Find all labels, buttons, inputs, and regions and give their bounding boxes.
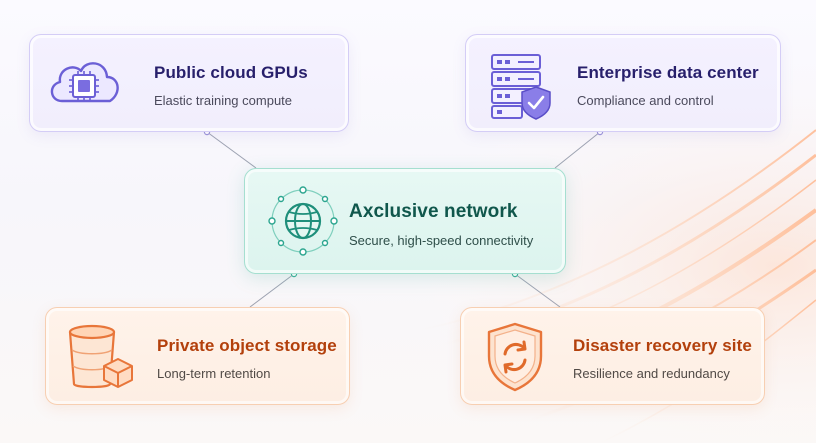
node-title: Private object storage	[157, 336, 337, 355]
node-title: Disaster recovery site	[573, 336, 752, 355]
globe-network-icon	[265, 183, 341, 259]
node-subtitle: Resilience and redundancy	[573, 366, 730, 381]
shield-sync-icon	[477, 318, 553, 396]
server-shield-icon	[484, 47, 556, 121]
link-dr-network	[514, 273, 561, 308]
link-gpu-network	[206, 131, 257, 169]
node-enterprise-data-center: Enterprise data center Compliance and co…	[465, 34, 781, 132]
link-storage-network	[249, 273, 295, 308]
node-title: Axclusive network	[349, 201, 518, 222]
link-dc-network	[554, 131, 601, 169]
cloud-chip-icon	[44, 47, 124, 119]
node-subtitle: Secure, high-speed connectivity	[349, 233, 534, 248]
storage-bucket-icon	[60, 318, 140, 394]
node-private-object-storage: Private object storage Long-term retenti…	[45, 307, 350, 405]
node-axclusive-network: Axclusive network Secure, high-speed con…	[244, 168, 566, 274]
node-title: Public cloud GPUs	[154, 63, 308, 82]
node-title: Enterprise data center	[577, 63, 759, 82]
node-subtitle: Compliance and control	[577, 93, 714, 108]
node-subtitle: Long-term retention	[157, 366, 271, 381]
node-public-cloud-gpus: Public cloud GPUs Elastic training compu…	[29, 34, 349, 132]
node-disaster-recovery-site: Disaster recovery site Resilience and re…	[460, 307, 765, 405]
node-subtitle: Elastic training compute	[154, 93, 293, 108]
